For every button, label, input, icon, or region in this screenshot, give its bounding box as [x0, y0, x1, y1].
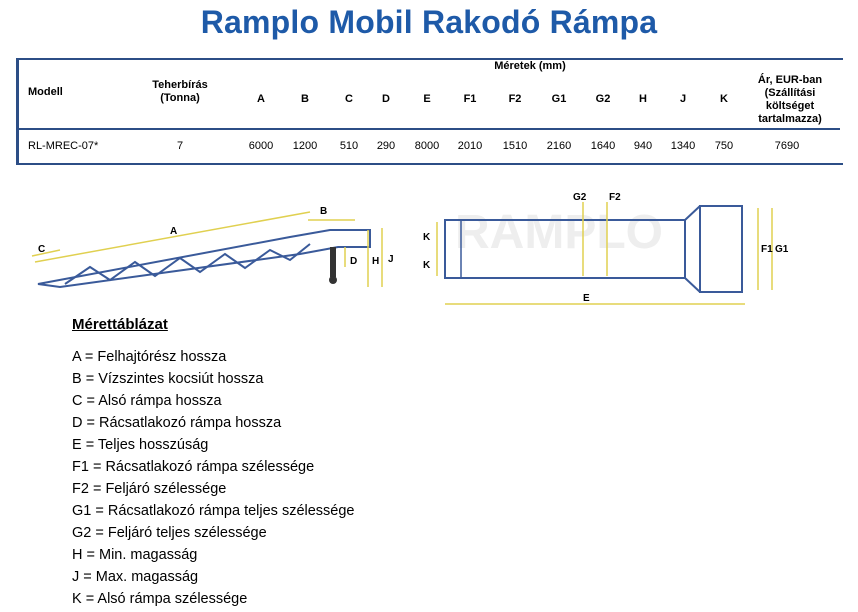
row-dim-j: 1340 — [670, 140, 696, 152]
row-capacity: 7 — [176, 140, 184, 152]
row-dim-a: 6000 — [248, 140, 274, 152]
label-j: J — [388, 254, 394, 265]
header-dim-d: D — [382, 93, 390, 105]
watermark: RAMPLO — [455, 206, 663, 259]
header-dim-f1: F1 — [463, 93, 477, 105]
legend-item: H = Min. magasság — [72, 547, 198, 563]
header-dimensions: Méretek (mm) — [494, 60, 566, 72]
label-k-lower: K — [423, 260, 431, 271]
spec-table — [16, 58, 843, 165]
label-e: E — [583, 293, 590, 304]
header-dim-a: A — [257, 93, 265, 105]
row-dim-g1: 2160 — [546, 140, 572, 152]
legend-item: J = Max. magasság — [72, 569, 199, 585]
row-dim-d: 290 — [376, 140, 396, 152]
row-dim-f2: 1510 — [502, 140, 528, 152]
header-dim-e: E — [423, 93, 431, 105]
legend-item: B = Vízszintes kocsiút hossza — [72, 371, 264, 387]
row-dim-f1: 2010 — [457, 140, 483, 152]
header-model: Modell — [28, 86, 63, 98]
header-dim-b: B — [301, 93, 309, 105]
label-k-upper: K — [423, 232, 431, 243]
label-g2: G2 — [573, 192, 587, 203]
label-d: D — [350, 256, 357, 267]
legend-item: F1 = Rácsatlakozó rámpa szélessége — [72, 459, 315, 475]
label-f2: F2 — [609, 192, 621, 203]
page-title: Ramplo Mobil Rakodó Rámpa — [200, 4, 658, 40]
legend-item: C = Alsó rámpa hossza — [72, 393, 222, 409]
header-dim-j: J — [679, 93, 687, 105]
header-dim-f2: F2 — [508, 93, 522, 105]
row-model: RL-MREC-07* — [28, 140, 99, 152]
legend-item: K = Alsó rámpa szélessége — [72, 591, 248, 607]
header-dim-k: K — [720, 93, 728, 105]
legend-item: A = Felhajtórész hossza — [72, 349, 227, 365]
legend-item: G1 = Rácsatlakozó rámpa teljes szélesség… — [72, 503, 355, 519]
label-c: C — [38, 244, 45, 255]
row-dim-b: 1200 — [292, 140, 318, 152]
row-dim-h: 940 — [633, 140, 653, 152]
label-g1: G1 — [775, 244, 789, 255]
label-b: B — [320, 206, 327, 217]
table-header-separator — [16, 128, 840, 130]
legend-item: F2 = Feljáró szélessége — [72, 481, 227, 497]
legend-item: G2 = Feljáró teljes szélessége — [72, 525, 267, 541]
header-price: Ár, EUR-ban (Szállítási költséget tartal… — [757, 74, 823, 125]
row-price: 7690 — [774, 140, 800, 152]
header-dim-c: C — [345, 93, 353, 105]
legend-title: Mérettáblázat — [72, 316, 168, 333]
label-f1: F1 — [761, 244, 773, 255]
legend-list: A = Felhajtórész hossza B = Vízszintes ko… — [72, 346, 355, 610]
row-dim-c: 510 — [339, 140, 359, 152]
row-dim-g2: 1640 — [590, 140, 616, 152]
header-dim-g1: G1 — [551, 93, 567, 105]
legend-item: E = Teljes hosszúság — [72, 437, 209, 453]
label-h: H — [372, 256, 379, 267]
side-view-diagram: A B C D H J — [31, 206, 394, 289]
legend-item: D = Rácsatlakozó rámpa hossza — [72, 415, 282, 431]
top-view-diagram: RAMPLO G2 F2 K K E F1 G1 — [423, 192, 789, 305]
row-dim-e: 8000 — [414, 140, 440, 152]
header-dim-h: H — [639, 93, 647, 105]
row-dim-k: 750 — [714, 140, 734, 152]
label-a: A — [170, 226, 177, 237]
header-dim-g2: G2 — [595, 93, 611, 105]
header-capacity: Teherbírás (Tonna) — [152, 79, 208, 104]
